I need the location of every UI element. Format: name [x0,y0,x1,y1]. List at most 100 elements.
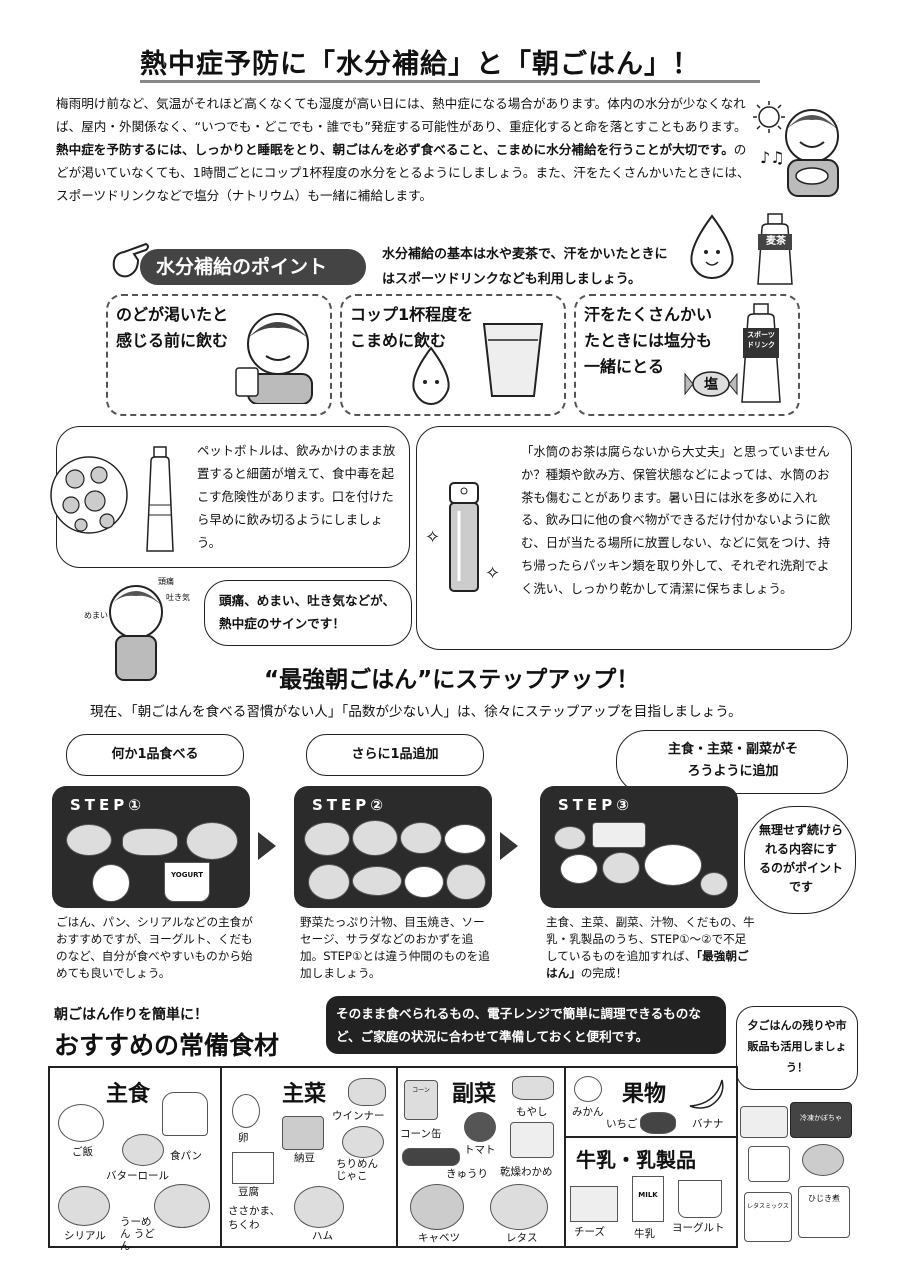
intro-text-1: 梅雨明け前など、気温がそれほど高くなくても湿度が高い日には、熱中症になる場合があ… [56,96,747,134]
pantry-pre-heading: 朝ごはん作りを簡単に！ [54,1007,208,1023]
music-note-icon: ♪♫ [760,148,785,167]
step3-description: 主食、主菜、副菜、汁物、くだもの、牛乳・乳製品のうち、STEP①〜②で不足してい… [546,914,756,982]
milk-label: MILK [638,1191,658,1199]
pantry-banner-text: そのまま食べられるもの、電子レンジで簡単に調理できるものなど、ご家庭の状況に合わ… [336,1006,701,1044]
pet-bottle-icon [143,445,177,559]
tofu-icon [232,1152,274,1184]
drop-mascot-icon [406,346,456,410]
barley-tea-bottle-icon: 麦茶 [752,212,798,288]
sports-drink-bottle-icon: スポーツドリンク [738,302,784,410]
hydration-point-1: のどが渇いたと感じる前に飲む [106,294,332,416]
sparkle-icon: ✧ [425,527,441,548]
fried-egg-icon [444,824,486,854]
item-cabbage: キャベツ [418,1232,460,1244]
hydration-lead: 水分補給の基本は水や麦茶で、汗をかいたときにはスポーツドリンクなども利用しましょ… [382,247,668,287]
petbottle-card: ペットボトルは、飲みかけのまま放置すると細菌が増えて、食中毒を起こす危険性があり… [50,426,410,568]
step2-card: STEP② [294,786,492,908]
item-moyashi: もやし [516,1106,548,1118]
symptom-tag-dizzy: めまい [84,611,108,620]
item-natto: 納豆 [294,1152,315,1164]
leftover-bubble: 夕ごはんの残りや市販品も活用しましょう！ [736,1006,858,1090]
frozen-pumpkin-label: 冷凍かぼちゃ [800,1114,842,1122]
pantry-banner: そのまま食べられるもの、電子レンジで簡単に調理できるものなど、ご家庭の状況に合わ… [326,996,726,1054]
yogurt-label: YOGURT [170,871,204,879]
container-icon [740,1106,788,1138]
item-tomato: トマト [464,1144,496,1156]
bacteria-icon [49,445,129,549]
rice-bowl-icon [560,854,598,884]
step1-bubble-text: 何か1品食べる [111,747,199,762]
lettuce-mix-pack-icon: レタスミックス [744,1192,792,1242]
step2-bubble-text: さらに1品追加 [351,747,439,762]
sun-icon [752,100,786,134]
hydration-point-3-text: 汗をたくさんかいたときには塩分も一緒にとる [584,305,713,376]
category-dairy: 牛乳・乳製品 [576,1148,696,1172]
intro-paragraph: 梅雨明け前など、気温がそれほど高くなくても湿度が高い日には、熱中症になる場合があ… [56,92,756,207]
moyashi-icon [512,1076,554,1100]
salt-candy-icon: 塩 [684,370,738,398]
jar-icon [748,1146,790,1182]
breakfast-heading: “最強朝ごはん”にステップアップ！ [264,667,640,693]
title-underline [140,80,760,83]
can-icon [802,1144,844,1176]
wakame-icon [510,1122,554,1158]
hand-pointing-icon [108,238,152,282]
hydration-point-1-text: のどが渇いたと感じる前に飲む [116,305,229,350]
headache-boy-illustration: 頭痛 吐き気 めまい [84,576,194,686]
small-dish-icon [554,826,586,850]
step3-desc-bold: 「最強朝ごはん」 [546,949,749,980]
heatstroke-sign-bubble: 頭痛、めまい、吐き気などが、熱中症のサインです！ [204,580,412,646]
item-chikuwa: ささかま、ちくわ [228,1205,281,1231]
cup-icon [700,872,728,896]
yogurt-cup-icon: YOGURT [164,862,210,902]
step3-label: STEP③ [558,796,633,814]
apple-icon [92,864,130,902]
mikan-icon [574,1076,602,1102]
step2-description: 野菜たっぷり汁物、目玉焼き、ソーセージ、サラダなどのおかずを追加。STEP①とは… [300,915,490,980]
item-udon: うーめん うどん [120,1216,155,1252]
item-yogurt: ヨーグルト [672,1222,725,1234]
glass-of-water-icon [480,320,546,404]
sports-drink-label: スポーツドリンク [747,331,775,349]
cheese-icon [570,1186,618,1222]
side-note-text: 無理せず続けられる内容にするのがポイントです [759,823,844,894]
category-staple: 主食 [106,1082,151,1107]
corn-can-label: コーン [412,1087,430,1094]
category-main: 主菜 [282,1082,327,1107]
water-drop-mascot-icon [680,212,744,282]
lettuce-mix-label: レタスミックス [747,1203,789,1210]
sparkle-icon-2: ✧ [485,563,501,584]
item-cereal: シリアル [64,1230,106,1242]
item-strawberry: いちご [606,1118,638,1130]
breakfast-subheading: 現在、「朝ごはんを食べる習慣がない人」「品数が少ない人」は、徐々にステップアップ… [90,704,742,720]
bread-icon [162,1092,208,1136]
croissant-plate-icon [400,822,442,854]
item-wakame: 乾燥わかめ [500,1166,553,1178]
petbottle-text: ペットボトルは、飲みかけのまま放置すると細菌が増えて、食中毒を起こす危険性があり… [197,443,396,550]
lettuce-icon [490,1184,548,1230]
croissant-icon [122,828,178,856]
item-tofu: 豆腐 [238,1186,259,1198]
arrow-right-icon-2 [500,832,518,860]
arrow-right-icon [258,832,276,860]
page-title: 熱中症予防に「水分補給」と「朝ごはん」！ [140,49,700,80]
salad-icon [352,820,398,856]
chirimen-icon [342,1126,384,1158]
ham-icon [294,1186,344,1228]
boy-drinking-illustration [226,304,322,408]
milk-carton-icon: MILK [632,1176,664,1222]
step2-bubble: さらに1品追加 [306,734,484,776]
onigiri-icon [66,824,112,856]
side-note-bubble: 無理せず続けられる内容にするのがポイントです [744,806,856,914]
banana-icon [686,1076,726,1110]
salt-label: 塩 [704,377,718,393]
cucumber-icon [402,1148,460,1166]
yogurt-pantry-icon [678,1180,722,1218]
cabbage-icon [410,1184,464,1230]
item-mikan: みかん [572,1106,604,1118]
hydration-point-3: 汗をたくさんかいたときには塩分も一緒にとる スポーツドリンク 塩 [574,294,800,416]
soup-bowl-icon [446,864,486,900]
barley-tea-label: 麦茶 [766,236,786,247]
hijiki-label: ひじき煮 [808,1194,840,1203]
step1-description: ごはん、パン、シリアルなどの主食がおすすめですが、ヨーグルト、くだものなど、自分… [56,915,253,980]
